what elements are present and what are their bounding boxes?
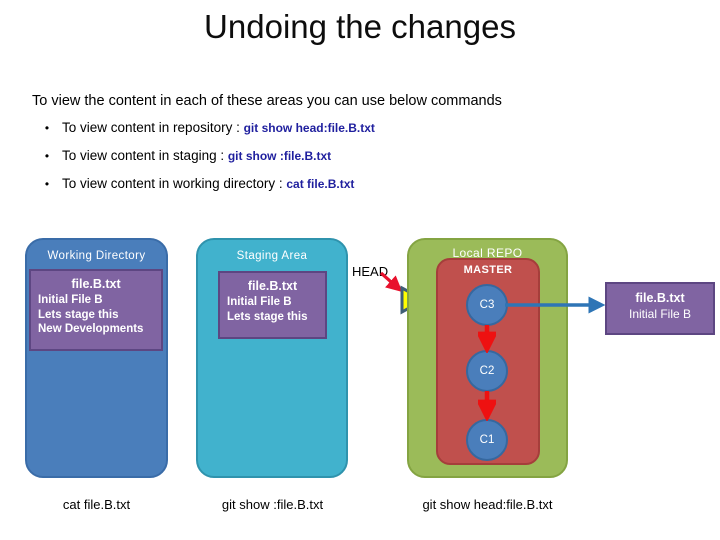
bullet-command: cat file.B.txt: [286, 177, 355, 191]
repository-file-card: file.B.txt Initial File B: [605, 282, 715, 335]
bullet-text: To view content in working directory :: [62, 176, 287, 191]
bullet-command: git show head:file.B.txt: [243, 121, 375, 135]
working-directory-label: Working Directory: [47, 250, 146, 262]
head-label: HEAD: [352, 264, 389, 279]
file-line: Lets stage this: [38, 308, 119, 321]
repo-connector-arrow-icon: [505, 296, 606, 314]
file-line: Initial File B: [227, 296, 292, 308]
intro-text: To view the content in each of these are…: [32, 93, 502, 109]
working-directory-file-card: file.B.txt Initial File B Lets stage thi…: [29, 269, 163, 351]
staging-area-file-card: file.B.txt Initial File B Lets stage thi…: [218, 271, 327, 339]
file-line: Initial File B: [38, 294, 103, 306]
caption-working-directory: cat file.B.txt: [62, 497, 131, 512]
bullet-item-repository: • To view content in repository : git sho…: [32, 120, 375, 135]
bullet-item-staging: • To view content in staging : git show :…: [32, 148, 331, 163]
page-title: Undoing the changes: [204, 8, 516, 45]
local-repo-label: Local REPO: [452, 246, 523, 260]
bullet-marker-icon: •: [44, 177, 50, 191]
caption-local-repo: git show head:file.B.txt: [422, 497, 553, 512]
file-line: Lets stage this: [227, 310, 308, 323]
staging-area-label: Staging Area: [236, 250, 308, 262]
commit-node-c3: C3: [466, 284, 508, 326]
file-name: file.B.txt: [247, 279, 298, 293]
file-name: file.B.txt: [635, 291, 685, 305]
file-line: New Developments: [38, 323, 144, 335]
file-line: Initial File B: [628, 307, 692, 321]
commit-arrow-c3-c2-icon: [478, 325, 496, 353]
bullet-item-working-directory: •To view content in working directory : …: [32, 176, 354, 191]
bullet-command: git show :file.B.txt: [227, 149, 332, 163]
head-arrow-icon: [380, 272, 403, 292]
bullet-text: To view content in repository :: [62, 120, 244, 135]
commit-node-c2: C2: [466, 350, 508, 392]
master-branch-label: MASTER: [463, 264, 513, 276]
bullet-marker-icon: •: [44, 121, 50, 135]
bullet-text: To view content in staging :: [62, 148, 228, 163]
commit-node-c1: C1: [466, 419, 508, 461]
commit-arrow-c2-c1-icon: [478, 391, 496, 421]
bullet-marker-icon: •: [44, 149, 50, 163]
file-name: file.B.txt: [71, 277, 121, 291]
caption-staging-area: git show :file.B.txt: [221, 497, 324, 512]
